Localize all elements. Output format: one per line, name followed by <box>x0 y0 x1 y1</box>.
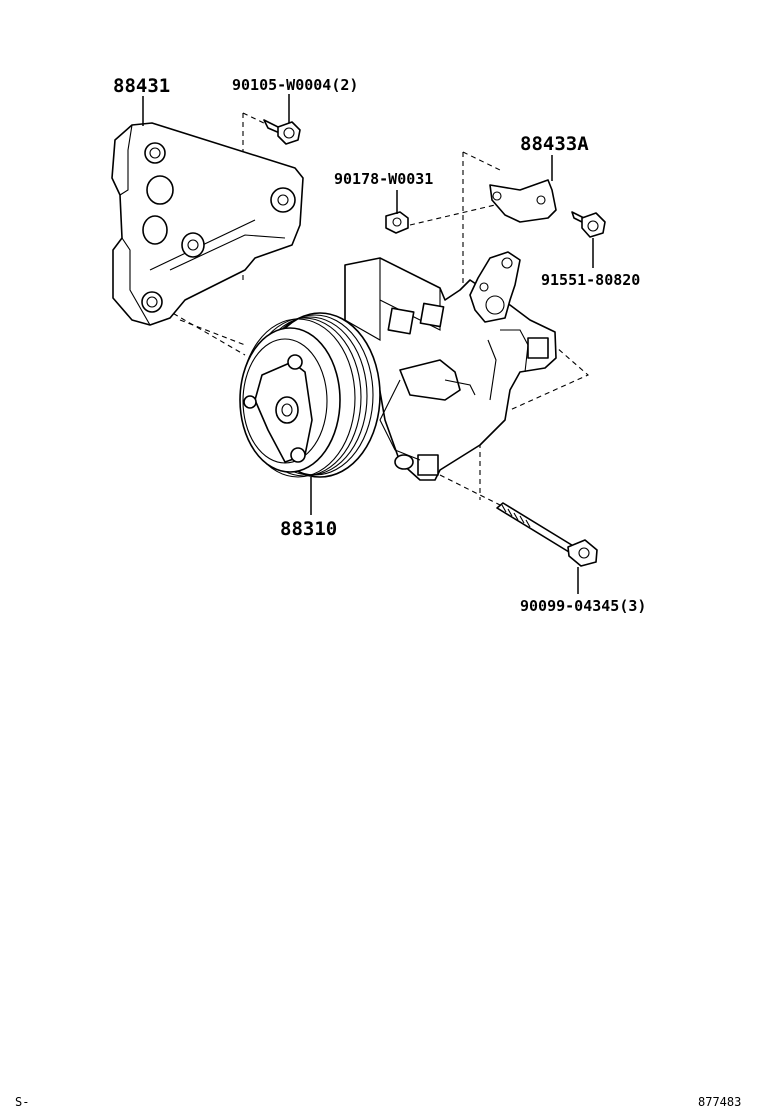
label-88431: 88431 <box>113 75 170 97</box>
bolt-91551 <box>571 211 606 238</box>
compressor-88310 <box>344 251 557 481</box>
bracket-88433A <box>489 179 557 223</box>
label-91551-80820: 91551-80820 <box>541 271 640 289</box>
nut-90178 <box>385 211 409 234</box>
leader-lines <box>142 94 594 594</box>
label-90105-w0004: 90105-W0004(2) <box>232 76 358 94</box>
bolt-90105 <box>263 119 301 145</box>
label-88433a: 88433A <box>520 133 589 155</box>
footer-figure-number: 877483 <box>698 1095 741 1109</box>
pulley-clutch <box>239 312 381 478</box>
mounting-bracket-88431 <box>111 122 304 326</box>
label-88310: 88310 <box>280 518 337 540</box>
label-90178-w0031: 90178-W0031 <box>334 170 433 188</box>
label-90099-04345: 90099-04345(3) <box>520 597 646 615</box>
footer-left-code: S- <box>15 1095 29 1109</box>
long-bolt-90099 <box>496 502 598 567</box>
